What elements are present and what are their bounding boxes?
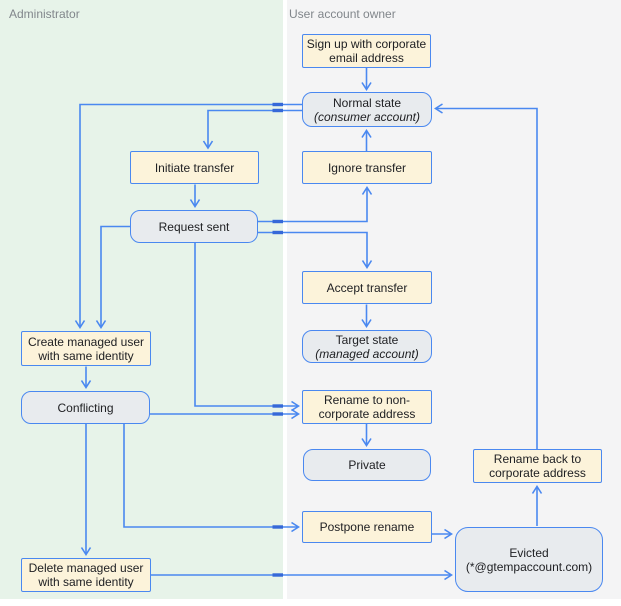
node-delete-managed-user: Delete managed user with same identity: [21, 558, 151, 592]
node-label: Rename to non-corporate address: [318, 393, 416, 421]
node-label: Delete managed user with same identity: [28, 561, 144, 589]
node-accept-transfer: Accept transfer: [302, 271, 432, 304]
node-label: Ignore transfer: [327, 160, 407, 175]
node-rename-back-to-corporate: Rename back to corporate address: [473, 449, 602, 483]
node-evicted: Evicted (*@gtempaccount.com): [455, 527, 603, 592]
node-request-sent: Request sent: [130, 210, 258, 243]
node-label: Postpone rename: [319, 520, 415, 534]
node-sublabel: (consumer account): [313, 109, 421, 124]
node-label: Evicted: [509, 545, 549, 560]
node-conflicting: Conflicting: [21, 391, 150, 424]
node-label: Request sent: [158, 219, 230, 234]
node-label: Private: [348, 458, 386, 472]
node-label: Rename back to corporate address: [489, 452, 586, 480]
lane-administrator-label: Administrator: [9, 7, 80, 21]
node-label: Normal state: [332, 95, 402, 110]
node-postpone-rename: Postpone rename: [302, 511, 432, 543]
node-sublabel: (*@gtempaccount.com): [465, 559, 593, 574]
node-sublabel: (managed account): [315, 346, 419, 361]
node-rename-to-non-corporate: Rename to non-corporate address: [302, 390, 432, 424]
lane-administrator: Administrator: [0, 0, 283, 599]
node-initiate-transfer: Initiate transfer: [130, 151, 259, 184]
node-normal-state: Normal state (consumer account): [302, 92, 432, 127]
node-sign-up-with-corporate-email: Sign up with corporate email address: [302, 34, 431, 68]
node-label: Initiate transfer: [154, 160, 235, 175]
node-label: Target state: [335, 332, 399, 347]
node-label: Create managed user with same identity: [27, 334, 145, 363]
node-label: Accept transfer: [326, 280, 408, 295]
lane-user-account-owner-label: User account owner: [289, 7, 396, 21]
node-label: Sign up with corporate email address: [306, 37, 427, 65]
node-label: Conflicting: [57, 400, 114, 415]
node-create-managed-user: Create managed user with same identity: [21, 331, 151, 366]
node-target-state: Target state (managed account): [302, 330, 432, 363]
node-ignore-transfer: Ignore transfer: [302, 151, 432, 184]
node-private: Private: [303, 449, 431, 481]
